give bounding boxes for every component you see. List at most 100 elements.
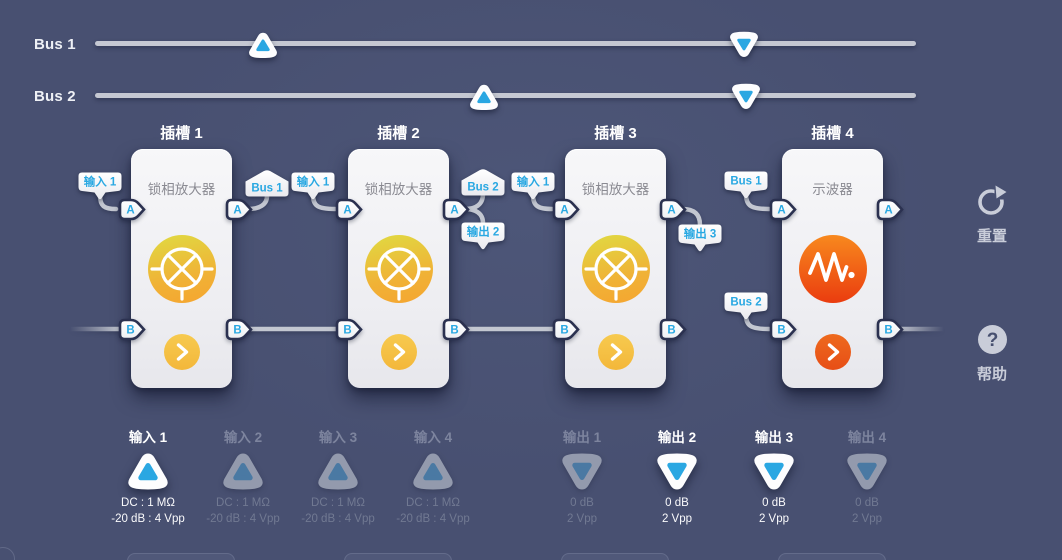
output2-gain: 0 dB — [665, 497, 689, 509]
input4-coupling: DC : 1 MΩ — [406, 497, 460, 509]
slot2-bus2-out-tag[interactable]: Bus 2 — [460, 167, 506, 197]
slot2-instrument-title: 锁相放大器 — [364, 182, 433, 197]
corner-decoration — [0, 547, 15, 560]
output2-label: 输出 2 — [657, 430, 697, 445]
open-instrument-chevron-icon[interactable] — [163, 334, 200, 370]
slot4-port-b-right[interactable]: B — [876, 318, 904, 341]
output1-down-triangle-button[interactable] — [559, 450, 605, 492]
input1-label: 输入 1 — [128, 430, 168, 445]
slot1-port-a-right[interactable]: A — [225, 198, 253, 221]
slot4-port-b-left[interactable]: B — [769, 318, 797, 341]
output1-range: 2 Vpp — [566, 513, 598, 525]
bus2-source-up-marker-icon[interactable] — [468, 82, 500, 112]
next-row-card-hint — [344, 553, 452, 560]
slot2-port-a-right[interactable]: A — [442, 198, 470, 221]
svg-text:A: A — [884, 204, 892, 216]
slot3-port-a-right[interactable]: A — [659, 198, 687, 221]
svg-text:Bus 1: Bus 1 — [730, 176, 762, 188]
svg-text:B: B — [126, 324, 134, 336]
slot1-input1-tag[interactable]: 输入 1 — [77, 171, 123, 201]
svg-text:Bus 2: Bus 2 — [730, 297, 761, 309]
slot3-input1-tag[interactable]: 输入 1 — [510, 171, 556, 201]
output4-down-triangle-button[interactable] — [844, 450, 890, 492]
help-question-icon: ? — [977, 325, 1007, 354]
output1-gain: 0 dB — [570, 497, 594, 509]
reset-refresh-icon — [978, 184, 1010, 215]
svg-text:A: A — [126, 204, 134, 216]
slot4-bus2-in-tag[interactable]: Bus 2 — [723, 291, 769, 321]
svg-text:B: B — [777, 324, 785, 336]
slot3-port-a-left[interactable]: A — [552, 198, 580, 221]
slot2-output2-tag[interactable]: 输出 2 — [460, 221, 506, 251]
input2-range: -20 dB : 4 Vpp — [206, 513, 280, 525]
svg-text:输入 1: 输入 1 — [517, 175, 550, 189]
open-instrument-chevron-icon[interactable] — [380, 334, 417, 370]
waveform-icon — [798, 235, 867, 303]
slot4-bus1-in-tag[interactable]: Bus 1 — [723, 170, 769, 200]
input3-range: -20 dB : 4 Vpp — [301, 513, 375, 525]
mixer-icon — [147, 235, 216, 303]
output1-label: 输出 1 — [562, 430, 602, 445]
input4-up-triangle-button[interactable] — [410, 450, 456, 492]
output4-range: 2 Vpp — [851, 513, 883, 525]
output3-gain: 0 dB — [762, 497, 786, 509]
slot2-port-a-left[interactable]: A — [335, 198, 363, 221]
slot3-port-b-right[interactable]: B — [659, 318, 687, 341]
next-row-card-hint — [778, 553, 886, 560]
slot3-instrument-title: 锁相放大器 — [581, 182, 650, 197]
output4-gain: 0 dB — [855, 497, 879, 509]
bus1-source-up-marker-icon[interactable] — [247, 30, 279, 60]
input3-label: 输入 3 — [318, 430, 358, 445]
slot2-port-b-right[interactable]: B — [442, 318, 470, 341]
svg-text:A: A — [777, 204, 785, 216]
slot4-header: 插槽 4 — [811, 125, 854, 142]
svg-text:A: A — [450, 204, 458, 216]
bus1-tap-down-marker-icon[interactable] — [728, 29, 760, 59]
svg-text:B: B — [233, 324, 241, 336]
slot2-port-b-left[interactable]: B — [335, 318, 363, 341]
bus1-label: Bus 1 — [34, 36, 76, 53]
slot2-header: 插槽 2 — [377, 125, 420, 142]
next-row-card-hint — [561, 553, 669, 560]
reset-button[interactable]: 重置 — [958, 184, 1026, 246]
output3-down-triangle-button[interactable] — [751, 450, 797, 492]
svg-text:B: B — [884, 324, 892, 336]
slot1-port-b-right[interactable]: B — [225, 318, 253, 341]
svg-text:B: B — [667, 324, 675, 336]
slot1-port-b-left[interactable]: B — [118, 318, 146, 341]
input2-up-triangle-button[interactable] — [220, 450, 266, 492]
open-instrument-chevron-icon[interactable] — [814, 334, 851, 370]
slot3-output3-tag[interactable]: 输出 3 — [677, 223, 723, 253]
slot1-bus1-out-tag[interactable]: Bus 1 — [244, 168, 290, 198]
output3-label: 输出 3 — [754, 430, 794, 445]
svg-text:?: ? — [986, 330, 998, 351]
mixer-icon — [364, 235, 433, 303]
bus1-line[interactable] — [95, 40, 916, 47]
svg-text:Bus 2: Bus 2 — [467, 182, 498, 194]
svg-text:输入 1: 输入 1 — [84, 175, 117, 189]
slot4-port-a-right[interactable]: A — [876, 198, 904, 221]
bus2-label: Bus 2 — [34, 88, 76, 105]
open-instrument-chevron-icon[interactable] — [597, 334, 634, 370]
svg-text:Bus 1: Bus 1 — [251, 183, 283, 195]
slot4-port-a-left[interactable]: A — [769, 198, 797, 221]
next-row-card-hint — [127, 553, 235, 560]
slot1-port-a-left[interactable]: A — [118, 198, 146, 221]
help-button[interactable]: ? 帮助 — [958, 323, 1026, 384]
output4-label: 输出 4 — [847, 430, 887, 445]
output2-range: 2 Vpp — [661, 513, 693, 525]
slot4-instrument-title: 示波器 — [812, 182, 853, 197]
bus2-tap-down-marker-icon[interactable] — [730, 81, 762, 111]
input1-range: -20 dB : 4 Vpp — [111, 513, 185, 525]
input3-up-triangle-button[interactable] — [315, 450, 361, 492]
output2-down-triangle-button[interactable] — [654, 450, 700, 492]
output3-range: 2 Vpp — [758, 513, 790, 525]
input2-label: 输入 2 — [223, 430, 263, 445]
slot3-port-b-left[interactable]: B — [552, 318, 580, 341]
input1-up-triangle-button[interactable] — [125, 450, 171, 492]
mixer-icon — [581, 235, 650, 303]
svg-text:A: A — [560, 204, 568, 216]
slot2-input1-tag[interactable]: 输入 1 — [290, 171, 336, 201]
bus2-line[interactable] — [95, 92, 916, 99]
svg-text:A: A — [667, 204, 675, 216]
